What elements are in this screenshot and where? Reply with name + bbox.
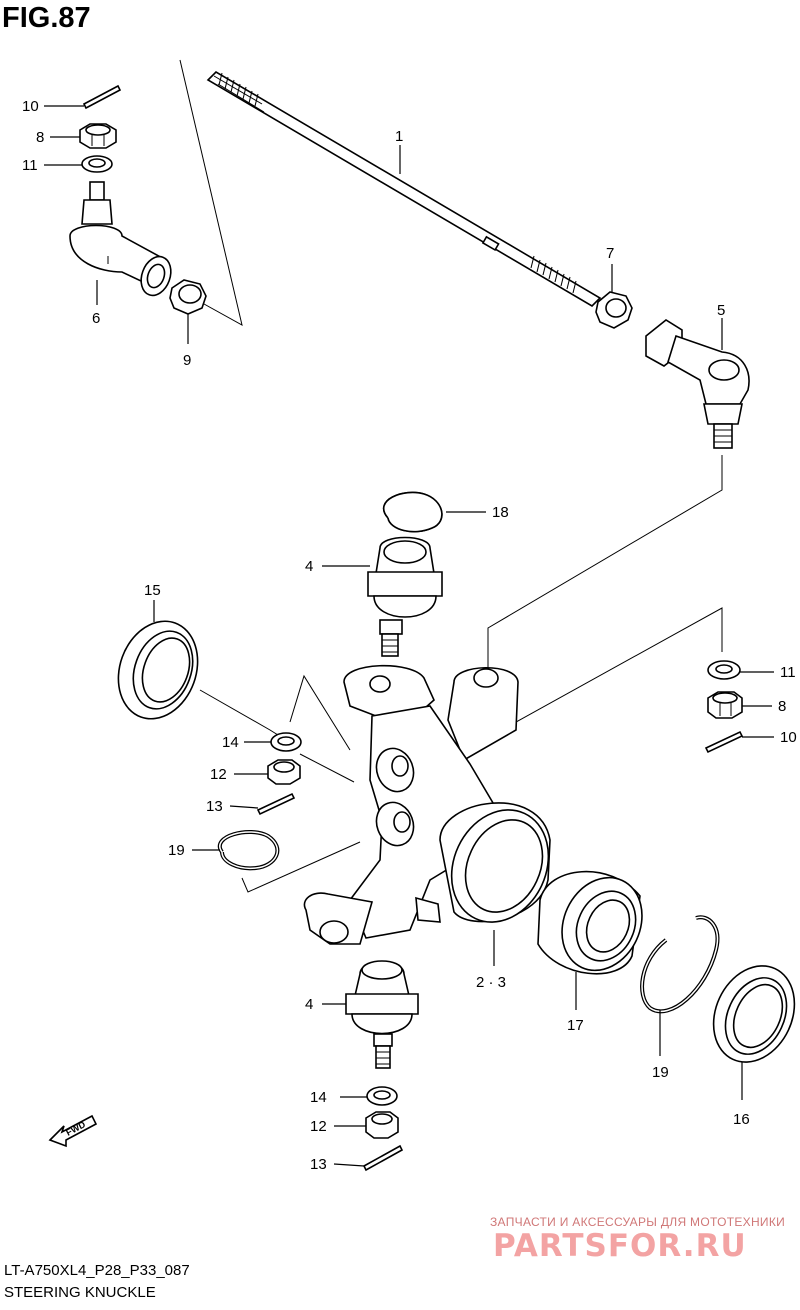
callout-cotter-pin-top-left: 10 (22, 98, 39, 115)
section-name: STEERING KNUCKLE (4, 1284, 156, 1301)
washer-middle[interactable] (270, 732, 302, 752)
forward-direction-arrow: FWD (48, 1114, 98, 1148)
callout-steering-knuckle: 2 · 3 (476, 974, 506, 991)
tie-rod-end-left[interactable] (69, 181, 176, 300)
assembly-guide-line (199, 689, 287, 741)
callout-nut-bottom: 12 (310, 1118, 327, 1135)
nut-bottom[interactable] (365, 1111, 399, 1139)
lock-nut-left[interactable] (169, 279, 207, 315)
figure-title: FIG.87 (2, 2, 91, 34)
washer-bottom[interactable] (366, 1086, 398, 1106)
callout-circlip-top: 18 (492, 504, 509, 521)
tie-rod[interactable] (206, 70, 602, 308)
callout-nut-middle: 12 (210, 766, 227, 783)
drawing-code: LT-A750XL4_P28_P33_087 (4, 1262, 190, 1279)
assembly-guide-line (487, 455, 723, 668)
assembly-guide-line (515, 607, 723, 723)
callout-pin-middle: 13 (206, 798, 223, 815)
ball-joint-lower[interactable] (345, 960, 419, 1069)
callout-washer-top-left: 11 (22, 157, 38, 174)
callout-washer-right: 11 (780, 664, 796, 681)
callout-cotter-pin-right: 10 (780, 729, 797, 746)
callout-oil-seal-right: 16 (733, 1111, 750, 1128)
callout-bearing: 17 (567, 1017, 584, 1034)
wheel-bearing[interactable] (537, 864, 657, 983)
pin-bottom[interactable] (362, 1144, 404, 1172)
callout-tie-rod: 1 (395, 128, 403, 145)
callout-castle-nut-top-left: 8 (36, 129, 44, 146)
callout-ball-joint-lower: 4 (305, 996, 313, 1013)
callout-circlip-left: 19 (168, 842, 185, 859)
circlip-top[interactable] (382, 491, 443, 533)
locknut-tie-rod[interactable] (595, 291, 633, 329)
callout-tie-rod-end-right: 5 (717, 302, 725, 319)
circlip-right[interactable] (640, 915, 720, 1014)
callout-pin-bottom: 13 (310, 1156, 327, 1173)
pin-middle[interactable] (256, 792, 296, 816)
assembly-guide-line (299, 753, 355, 783)
assembly-guide-line (289, 674, 351, 751)
watermark-logo: PARTSFOR.RU (493, 1228, 747, 1264)
callout-locknut: 7 (606, 245, 614, 262)
steering-knuckle[interactable] (303, 664, 566, 945)
washer-right[interactable] (707, 660, 741, 680)
watermark-tagline: ЗАПЧАСТИ И АКСЕССУАРЫ ДЛЯ МОТОТЕХНИКИ (490, 1215, 786, 1229)
oil-seal-right[interactable] (698, 953, 800, 1076)
callout-oil-seal-left: 15 (144, 582, 161, 599)
tie-rod-end-right[interactable] (645, 319, 750, 449)
callout-washer-bottom: 14 (310, 1089, 327, 1106)
callout-lock-nut-left: 9 (183, 352, 191, 369)
callout-ball-joint-upper: 4 (305, 558, 313, 575)
oil-seal-left[interactable] (105, 610, 211, 730)
assembly-guide-line (179, 59, 243, 326)
callout-tie-rod-end-left: 6 (92, 310, 100, 327)
cotter-pin-right[interactable] (704, 730, 744, 754)
nut-middle[interactable] (267, 759, 301, 785)
callout-washer-middle: 14 (222, 734, 239, 751)
washer-top-left[interactable] (81, 155, 113, 173)
callout-circlip-right: 19 (652, 1064, 669, 1081)
castle-nut-right[interactable] (707, 691, 743, 719)
circlip-left[interactable] (217, 830, 280, 871)
castle-nut-top-left[interactable] (79, 123, 117, 149)
ball-joint-upper[interactable] (367, 536, 443, 657)
cotter-pin-top-left[interactable] (82, 84, 122, 110)
callout-castle-nut-right: 8 (778, 698, 786, 715)
assembly-guide-line (241, 841, 361, 893)
